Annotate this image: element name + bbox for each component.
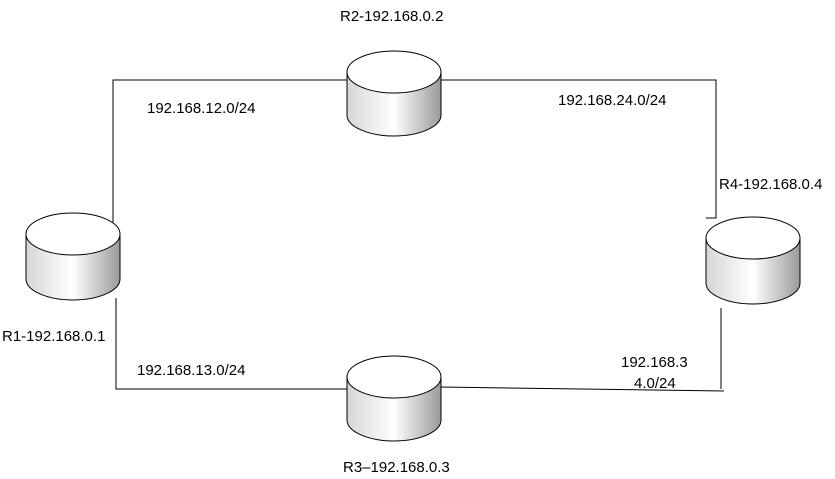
link-label-r2-r4: 192.168.24.0/24: [558, 92, 667, 109]
router-icon: [346, 50, 442, 137]
link-label-r1-r3: 192.168.13.0/24: [137, 362, 246, 379]
router-icon: [25, 212, 121, 301]
link-r3-r4: [439, 386, 725, 392]
link-r2-r4: [440, 79, 717, 219]
link-r1-r2: [112, 79, 348, 225]
router-label-r1: R1-192.168.0.1: [2, 328, 106, 345]
link-label-r3-r4-line2: 4.0/24: [634, 375, 676, 392]
link-label-r1-r2: 192.168.12.0/24: [147, 100, 256, 117]
router-label-r2: R2-192.168.0.2: [340, 8, 444, 25]
router-icon: [705, 216, 801, 305]
router-label-r3: R3–192.168.0.3: [343, 459, 450, 476]
link-label-r3-r4-line1: 192.168.3: [621, 354, 688, 371]
router-label-r4: R4-192.168.0.4: [719, 176, 823, 193]
router-icon: [346, 355, 442, 442]
link-r1-r3: [115, 298, 348, 390]
